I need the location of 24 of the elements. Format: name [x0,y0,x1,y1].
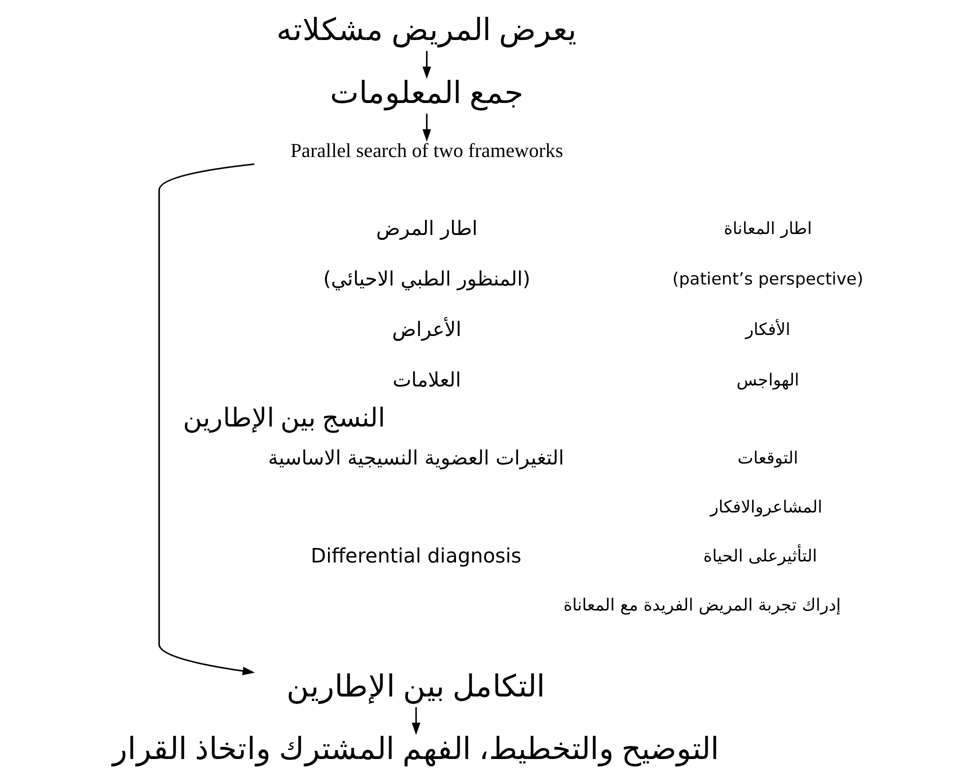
arrow [412,707,420,736]
label: التوقعات [738,448,798,468]
node-text: جمع المعلومات [330,76,524,110]
arrow [158,163,255,676]
node-text: يعرض المريض مشكلاته [276,13,577,48]
label: الهواجس [736,370,800,390]
arrow [422,114,432,142]
label: (patient’s perspective) [672,268,864,289]
node-text: التوضيح والتخطيط، الفهم المشترك واتخاذ القرار [112,732,720,766]
label: الأفكار [745,319,790,340]
label: Differential diagnosis [310,544,522,568]
label: التغيرات العضوية النسيجية الاساسية [268,446,564,470]
edge-label: النسج بين الإطارين [182,404,385,433]
label: المشاعروالافكار [710,496,822,517]
label: (المنظور الطبي الاحيائي) [323,268,530,291]
label: الأعراض [392,318,462,342]
node-text: التكامل بين الإطارين [286,669,546,704]
label: اطار المعاناة [724,218,812,238]
label: اطار المرض [376,217,478,240]
label: إدراك تجربة المريض الفريدة مع المعاناة [563,594,841,614]
node-text: Parallel search of two frameworks [290,140,564,162]
arrow [422,51,432,79]
label: التأثيرعلى الحياة [703,545,818,566]
label: العلامات [392,368,462,392]
